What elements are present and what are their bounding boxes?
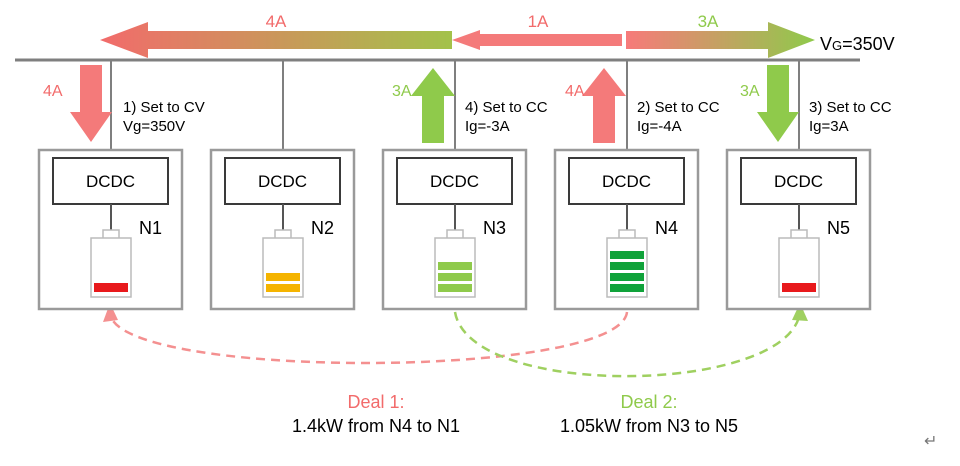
dcdc-label: DCDC — [602, 172, 651, 191]
deal1-arc — [108, 311, 629, 365]
return-mark: ↵ — [924, 433, 937, 450]
battery-icon — [778, 229, 820, 298]
n3-current-label: 3A — [392, 83, 412, 100]
battery-icon — [606, 229, 648, 298]
deal2-arc — [453, 311, 802, 378]
flow-arrow-3a-right — [626, 22, 815, 58]
battery-charge-bar — [610, 251, 644, 259]
battery-charge-bar — [438, 273, 472, 281]
battery-charge-bar — [610, 262, 644, 270]
battery-charge-bar — [782, 283, 816, 292]
node-name: N1 — [139, 218, 162, 238]
flow-label-3a: 3A — [698, 12, 719, 31]
node-name: N2 — [311, 218, 334, 238]
battery-charge-bar — [266, 284, 300, 292]
node-n1: DCDC N1 — [37, 148, 184, 311]
n3-up-arrow — [411, 68, 455, 143]
n4-note-line2: Ig=-4A — [637, 118, 682, 135]
deal2-title: Deal 2: — [620, 392, 677, 412]
n4-current-label: 4A — [565, 83, 585, 100]
node-n3: DCDC N3 — [381, 148, 528, 311]
n1-current-label: 4A — [43, 83, 63, 100]
dcdc-box — [224, 157, 341, 205]
node-name: N3 — [483, 218, 506, 238]
dcdc-box — [568, 157, 685, 205]
battery-charge-bar — [610, 284, 644, 292]
deal2-detail: 1.05kW from N3 to N5 — [560, 416, 738, 436]
dcdc-label: DCDC — [86, 172, 135, 191]
n5-down-arrow — [757, 65, 799, 142]
flow-label-1a: 1A — [528, 12, 549, 31]
n5-note-line2: Ig=3A — [809, 118, 849, 135]
bus-voltage-label: VG=350V — [820, 34, 895, 54]
dcdc-label: DCDC — [258, 172, 307, 191]
node-n2: DCDC N2 — [209, 148, 356, 311]
n4-note-line1: 2) Set to CC — [637, 99, 720, 116]
dcdc-label: DCDC — [774, 172, 823, 191]
battery-icon — [90, 229, 132, 298]
battery-icon — [262, 229, 304, 298]
battery-charge-bar — [438, 262, 472, 270]
n5-current-label: 3A — [740, 83, 760, 100]
dcdc-label: DCDC — [430, 172, 479, 191]
node-name: N4 — [655, 218, 678, 238]
dcdc-box — [740, 157, 857, 205]
battery-icon — [434, 229, 476, 298]
battery-charge-bar — [438, 284, 472, 292]
flow-arrow-4a-left — [100, 22, 452, 58]
battery-charge-bar — [94, 283, 128, 292]
deal2-arrowhead — [792, 303, 808, 321]
n3-note-line1: 4) Set to CC — [465, 99, 548, 116]
n4-up-arrow — [582, 68, 626, 143]
node-n4: DCDC N4 — [553, 148, 700, 311]
node-name: N5 — [827, 218, 850, 238]
deal1-title: Deal 1: — [347, 392, 404, 412]
n1-note-line1: 1) Set to CV — [123, 99, 205, 116]
n1-down-arrow — [70, 65, 112, 142]
deal1-detail: 1.4kW from N4 to N1 — [292, 416, 460, 436]
flow-arrow-1a-left — [452, 30, 622, 50]
node-n5: DCDC N5 — [725, 148, 872, 311]
n5-note-line1: 3) Set to CC — [809, 99, 892, 116]
flow-label-4a: 4A — [266, 12, 287, 31]
dcdc-box — [396, 157, 513, 205]
n3-note-line2: Ig=-3A — [465, 118, 510, 135]
deal1-arrowhead — [103, 303, 118, 322]
n1-note-line2: Vg=350V — [123, 118, 185, 135]
battery-charge-bar — [266, 273, 300, 281]
battery-charge-bar — [610, 273, 644, 281]
